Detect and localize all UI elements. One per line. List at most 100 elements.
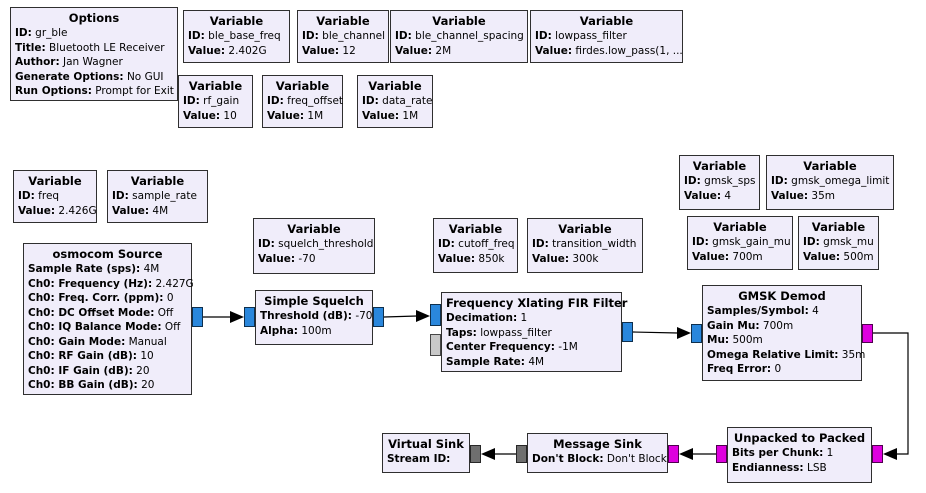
block-param: Value: 4 xyxy=(684,189,732,202)
block-param: Mu: 500m xyxy=(707,334,763,346)
block-param: ID: sample_rate xyxy=(112,190,197,202)
block-param: ID: gmsk_omega_limit xyxy=(771,175,890,187)
fir-filter-input-port-tag[interactable] xyxy=(430,334,441,356)
block-title: Variable xyxy=(713,220,767,234)
block-title: Frequency Xlating FIR Filter xyxy=(446,296,628,310)
block-param: Ch0: IF Gain (dB): 20 xyxy=(28,364,150,377)
message-sink-output-port-message[interactable] xyxy=(516,445,527,463)
block-param: Ch0: Freq. Corr. (ppm): 0 xyxy=(28,292,174,304)
osmocom-source-output-port-complex[interactable] xyxy=(192,307,203,327)
block-param: ID: data_rate xyxy=(362,95,433,107)
virtual-sink-input-port-message[interactable] xyxy=(470,445,481,463)
block-virtual-sink[interactable]: Virtual Sink Stream ID: xyxy=(382,433,470,473)
block-param: Ch0: BB Gain (dB): 20 xyxy=(28,379,155,391)
block-param: Value: 300k xyxy=(532,252,599,265)
unpacked-to-packed-output-port-byte[interactable] xyxy=(716,445,727,463)
fir-filter-output-port-complex[interactable] xyxy=(622,322,633,342)
connection-gmsk-to-unpacked[interactable] xyxy=(873,332,909,460)
block-freq-xlating-fir-filter[interactable]: Frequency Xlating FIR Filter Decimation:… xyxy=(441,292,628,372)
block-param: Value: 2.426G xyxy=(18,204,97,217)
connection-squelch-to-fir[interactable] xyxy=(383,310,430,322)
block-param: Omega Relative Limit: 35m xyxy=(707,348,866,361)
block-title: Virtual Sink xyxy=(388,437,464,451)
block-title: Variable xyxy=(692,159,747,173)
connection-unpacked-to-message-sink[interactable] xyxy=(679,448,716,460)
block-param: Don't Block: Don't Block xyxy=(532,453,667,465)
block-title: Variable xyxy=(28,174,82,188)
unpacked-to-packed-input-port-byte[interactable] xyxy=(872,445,883,463)
block-title: Variable xyxy=(579,14,634,28)
block-param: Center Frequency: -1M xyxy=(446,341,578,353)
connection-fir-to-gmsk[interactable] xyxy=(632,327,691,339)
block-param: ID: gmsk_gain_mu xyxy=(692,236,791,248)
block-title: Simple Squelch xyxy=(264,294,364,308)
block-param: Threshold (dB): -70 xyxy=(260,310,373,322)
message-sink-input-port-byte[interactable] xyxy=(668,445,679,463)
block-param: Value: 4M xyxy=(112,204,169,217)
block-message-sink[interactable]: Message Sink Don't Block: Don't Block xyxy=(527,433,668,473)
block-param: Ch0: Gain Mode: Manual xyxy=(28,335,167,348)
block-param: Value: 10 xyxy=(183,109,237,122)
simple-squelch-output-port-complex[interactable] xyxy=(373,307,384,327)
block-param: ID: lowpass_filter xyxy=(535,30,627,42)
gmsk-demod-output-port-byte[interactable] xyxy=(862,324,873,343)
block-param: Sample Rate: 4M xyxy=(446,355,545,368)
fir-filter-input-port-complex[interactable] xyxy=(430,304,441,326)
block-title: Variable xyxy=(130,174,185,188)
block-param: Taps: lowpass_filter xyxy=(446,326,552,339)
block-title: Variable xyxy=(811,220,866,234)
connection-osmocom-to-squelch[interactable] xyxy=(203,311,244,323)
connection-message-sink-to-virtual-sink[interactable] xyxy=(481,448,516,460)
block-param: Value: 35m xyxy=(771,189,835,202)
block-param: Alpha: 100m xyxy=(260,324,332,337)
block-title: Variable xyxy=(432,14,486,28)
block-param: Ch0: DC Offset Mode: Off xyxy=(28,306,174,319)
block-title: osmocom Source xyxy=(52,247,163,261)
block-param: Value: 500m xyxy=(803,250,874,263)
block-title: Variable xyxy=(448,222,503,236)
block-param: Endianness: LSB xyxy=(732,461,827,474)
block-param: Ch0: Frequency (Hz): 2.427G xyxy=(28,277,194,290)
block-param: Author: Jan Wagner xyxy=(15,56,123,68)
gmsk-demod-input-port-complex[interactable] xyxy=(691,324,702,343)
block-title: Variable xyxy=(287,222,341,236)
simple-squelch-input-port-complex[interactable] xyxy=(244,307,255,327)
block-param: ID: ble_base_freq xyxy=(188,30,281,42)
